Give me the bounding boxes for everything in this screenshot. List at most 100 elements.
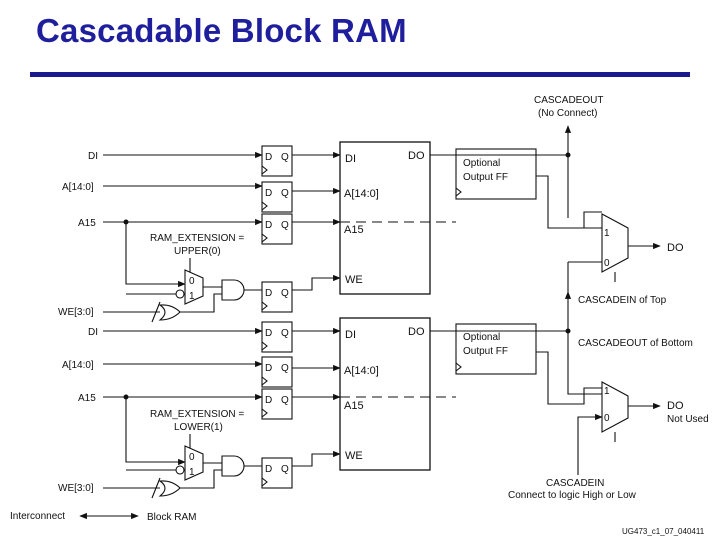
top-output-do: DO bbox=[667, 242, 684, 254]
top-output-ff-label-2: Output FF bbox=[463, 172, 508, 183]
bottom-small-mux bbox=[184, 445, 204, 481]
bottom-small-mux-in1: 1 bbox=[189, 467, 195, 478]
bottom-reg-di-d: D bbox=[265, 328, 272, 339]
top-input-we: WE[3:0] bbox=[58, 307, 94, 318]
top-ram-pin-a15: A15 bbox=[344, 224, 364, 236]
legend-block-ram: Block RAM bbox=[147, 512, 196, 523]
legend: Interconnect Block RAM bbox=[10, 511, 196, 523]
bottom-reg-we-to-ram bbox=[292, 450, 341, 467]
top-and-gate bbox=[221, 279, 245, 301]
bottom-big-mux-in0: 0 bbox=[604, 413, 610, 424]
bottom-output-ff-label-1: Optional bbox=[463, 332, 500, 343]
legend-interconnect: Interconnect bbox=[10, 511, 65, 522]
bottom-reg-di-q: Q bbox=[281, 328, 289, 339]
top-reg-we-q: Q bbox=[281, 288, 289, 299]
top-reg-a15-q: Q bbox=[281, 220, 289, 231]
lower-block-ram-section: DI A[14:0] A15 WE[3:0] RAM_EXTENSION = L… bbox=[58, 317, 709, 501]
top-reg-addr-d: D bbox=[265, 188, 272, 199]
bottom-ram-ext-label-2: LOWER(1) bbox=[174, 422, 223, 433]
bottom-reg-di: D Q bbox=[261, 321, 293, 353]
bottom-or-gate bbox=[158, 480, 181, 497]
top-reg-a15-d: D bbox=[265, 220, 272, 231]
title-rule bbox=[30, 72, 690, 77]
bottom-ff-to-mux-wire bbox=[536, 351, 602, 405]
bottom-ram-ext-label-1: RAM_EXTENSION = bbox=[150, 409, 244, 420]
cascadein-label-1: CASCADEIN bbox=[546, 478, 604, 489]
top-input-a15: A15 bbox=[78, 218, 96, 229]
top-output-ff bbox=[455, 148, 537, 200]
bottom-mux-inverter-bubble bbox=[175, 465, 185, 475]
top-reg-addr: D Q bbox=[261, 181, 293, 213]
bottom-reg-a15: D Q bbox=[261, 388, 293, 420]
bottom-big-mux-in1: 1 bbox=[604, 386, 610, 397]
top-ram-pin-we: WE bbox=[345, 274, 363, 286]
bottom-do-to-mux-drop bbox=[567, 331, 602, 395]
top-reg-we-d: D bbox=[265, 288, 272, 299]
top-reg-a15: D Q bbox=[261, 213, 293, 245]
upper-block-ram-section: DI A[14:0] A15 WE[3:0] RAM_EXTENSION = U… bbox=[58, 95, 684, 330]
bottom-ram-pin-we: WE bbox=[345, 450, 363, 462]
bottom-ram-block bbox=[339, 317, 431, 471]
top-reg-di: D Q bbox=[261, 145, 293, 177]
cascadein-of-top-label: CASCADEIN of Top bbox=[578, 295, 667, 306]
top-or-gate bbox=[158, 304, 181, 321]
top-ram-pin-di: DI bbox=[345, 153, 356, 165]
top-a15-to-mux-wire bbox=[125, 222, 186, 288]
bottom-reg-a15-q: Q bbox=[281, 395, 289, 406]
top-reg-di-q: Q bbox=[281, 152, 289, 163]
top-ram-ext-label-2: UPPER(0) bbox=[174, 246, 221, 257]
top-big-mux bbox=[601, 213, 629, 273]
bottom-and-gate bbox=[221, 455, 245, 477]
cascadein-wire bbox=[577, 413, 603, 475]
bottom-ram-pin-di: DI bbox=[345, 329, 356, 341]
bottom-or-to-and-wire bbox=[180, 469, 222, 489]
top-or-to-and-wire bbox=[180, 293, 222, 313]
top-reg-we-to-ram bbox=[292, 274, 341, 291]
bottom-reg-addr-q: Q bbox=[281, 363, 289, 374]
top-big-mux-in1: 1 bbox=[604, 228, 610, 239]
top-input-addr: A[14:0] bbox=[62, 182, 94, 193]
top-we-bus-slash bbox=[151, 301, 161, 323]
top-small-mux-in1: 1 bbox=[189, 291, 195, 302]
bottom-reg-we-q: Q bbox=[281, 464, 289, 475]
bottom-reg-we: D Q bbox=[261, 457, 293, 489]
bottom-output-do: DO bbox=[667, 400, 684, 412]
bottom-we-bus-slash bbox=[151, 477, 161, 499]
bottom-ram-pin-do: DO bbox=[408, 326, 425, 338]
bottom-ram-pin-addr: A[14:0] bbox=[344, 365, 379, 377]
top-small-mux bbox=[184, 269, 204, 305]
top-ram-pin-do: DO bbox=[408, 150, 425, 162]
top-ff-to-mux-wire bbox=[536, 175, 602, 229]
top-reg-we: D Q bbox=[261, 281, 293, 313]
bottom-a15-to-mux-wire bbox=[125, 397, 186, 466]
bottom-ram-pin-a15: A15 bbox=[344, 400, 364, 412]
figure-id: UG473_c1_07_040411 bbox=[622, 527, 705, 536]
bottom-input-a15: A15 bbox=[78, 393, 96, 404]
bottom-input-we: WE[3:0] bbox=[58, 483, 94, 494]
top-mux-inverter-bubble bbox=[175, 289, 185, 299]
bottom-output-ff bbox=[455, 323, 537, 375]
bottom-reg-addr: D Q bbox=[261, 356, 293, 388]
bottom-input-di: DI bbox=[88, 327, 98, 338]
bottom-input-addr: A[14:0] bbox=[62, 360, 94, 371]
top-ram-pin-addr: A[14:0] bbox=[344, 188, 379, 200]
cascadeout-label-2: (No Connect) bbox=[538, 108, 597, 119]
cascadeout-of-bottom-label: CASCADEOUT of Bottom bbox=[578, 338, 693, 349]
top-small-mux-in0: 0 bbox=[189, 276, 195, 287]
bottom-small-mux-in0: 0 bbox=[189, 452, 195, 463]
top-input-di: DI bbox=[88, 151, 98, 162]
top-ram-ext-label-1: RAM_EXTENSION = bbox=[150, 233, 244, 244]
top-big-mux-in0: 0 bbox=[604, 258, 610, 269]
cascadein-label-2: Connect to logic High or Low bbox=[508, 490, 637, 501]
top-reg-addr-q: Q bbox=[281, 188, 289, 199]
bottom-reg-a15-d: D bbox=[265, 395, 272, 406]
bottom-reg-addr-d: D bbox=[265, 363, 272, 374]
bottom-output-ff-label-2: Output FF bbox=[463, 346, 508, 357]
top-ram-block bbox=[339, 141, 431, 295]
top-output-ff-label-1: Optional bbox=[463, 158, 500, 169]
bottom-reg-we-d: D bbox=[265, 464, 272, 475]
top-reg-di-d: D bbox=[265, 152, 272, 163]
cascadeout-label-1: CASCADEOUT bbox=[534, 95, 603, 106]
bottom-output-not-used: Not Used bbox=[667, 414, 709, 425]
